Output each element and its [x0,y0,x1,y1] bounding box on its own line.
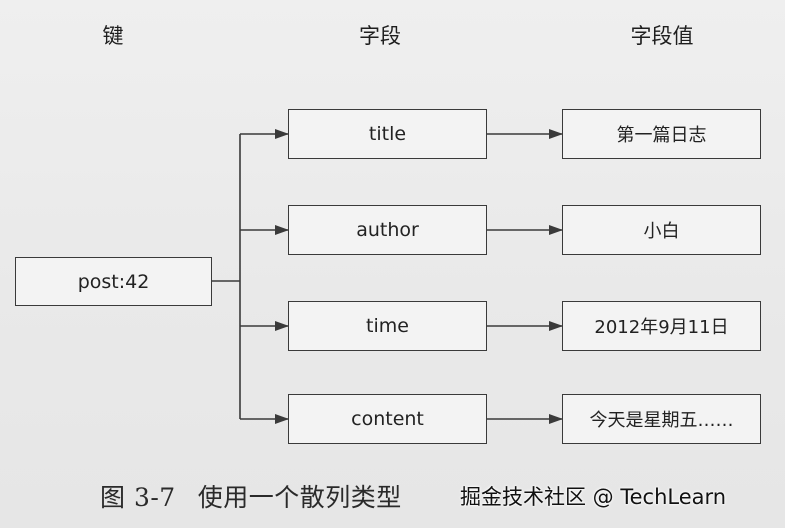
value-box-author: 小白 [562,205,761,255]
key-box: post:42 [15,257,212,306]
value-box-time: 2012年9月11日 [562,301,761,351]
watermark-text: 掘金技术社区 @ TechLearn [460,485,727,509]
column-header-key: 键 [102,24,124,48]
value-box-title: 第一篇日志 [562,109,761,159]
column-header-value: 字段值 [630,24,694,48]
column-header-field: 字段 [359,24,401,48]
field-box-time: time [288,301,487,351]
field-box-author: author [288,205,487,255]
figure-caption: 图 3-7 使用一个散列类型 [100,478,402,514]
figure-caption-text: 使用一个散列类型 [197,483,402,512]
field-box-title: title [288,109,487,159]
value-box-content: 今天是星期五…… [562,394,761,444]
figure-number: 图 3-7 [100,483,176,512]
field-box-content: content [288,394,487,444]
